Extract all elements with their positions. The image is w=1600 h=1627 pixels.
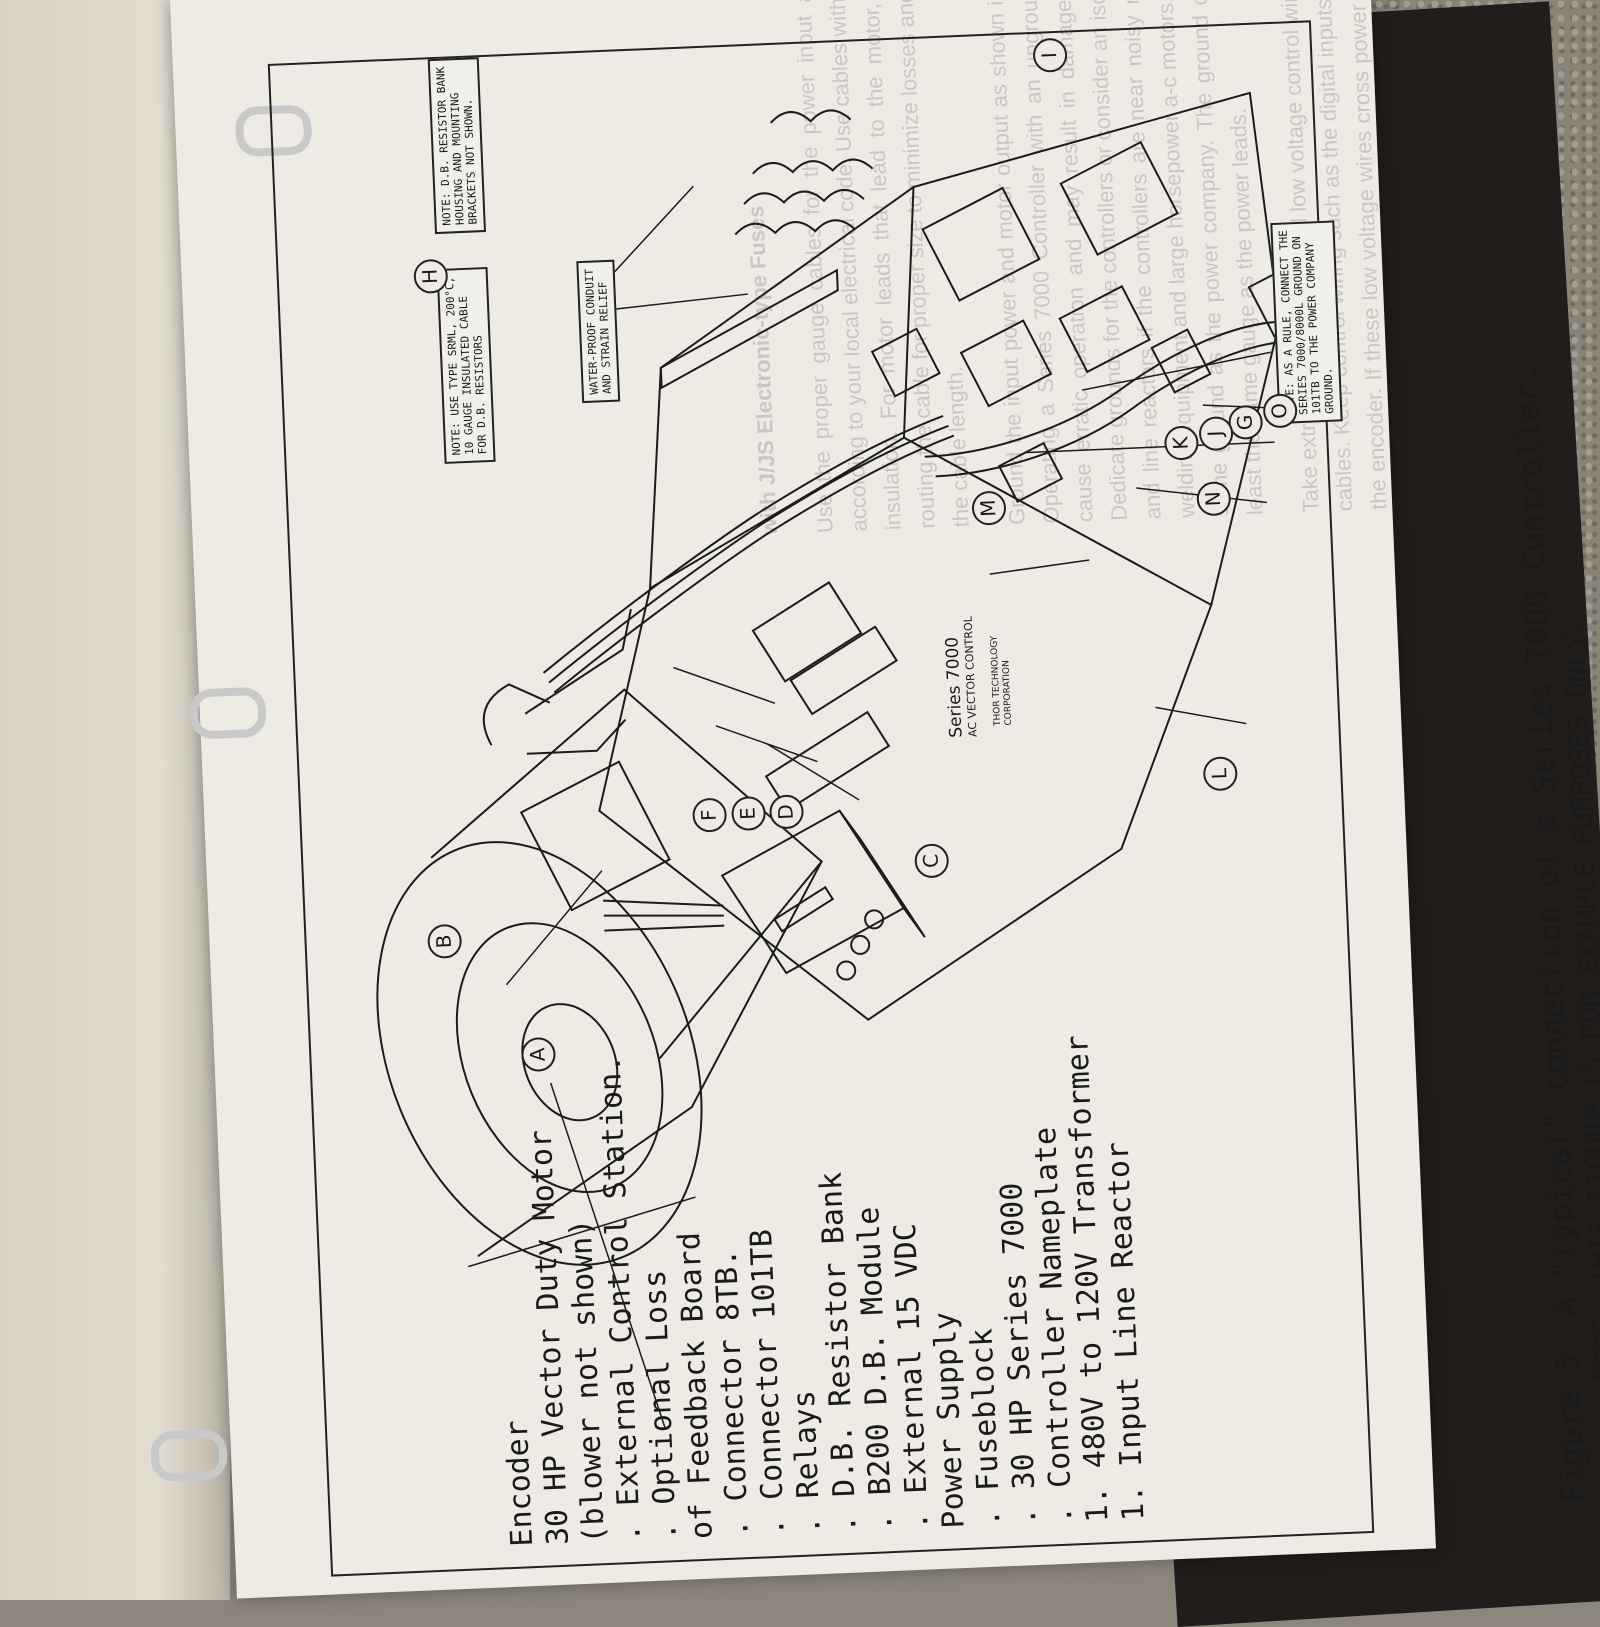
resistor-bank-drawing: [734, 109, 874, 236]
binder-ring-middle: [188, 686, 267, 740]
binder-ring-bottom: [149, 1428, 228, 1483]
motor-drawing: [376, 683, 824, 1266]
legend-list: Encoder 30 HP Vector Duty Motor (blower …: [442, 22, 1152, 1548]
figure-caption: Figure 5. A "typical" connection of a Se…: [1491, 1, 1600, 1503]
manual-page: with J/JS Electronic-type Fuses Use the …: [149, 0, 1600, 1599]
wiring-diagram: [376, 91, 1371, 1429]
rotated-text-block: Encoder 30 HP Vector Duty Motor (blower …: [442, 0, 1600, 1547]
